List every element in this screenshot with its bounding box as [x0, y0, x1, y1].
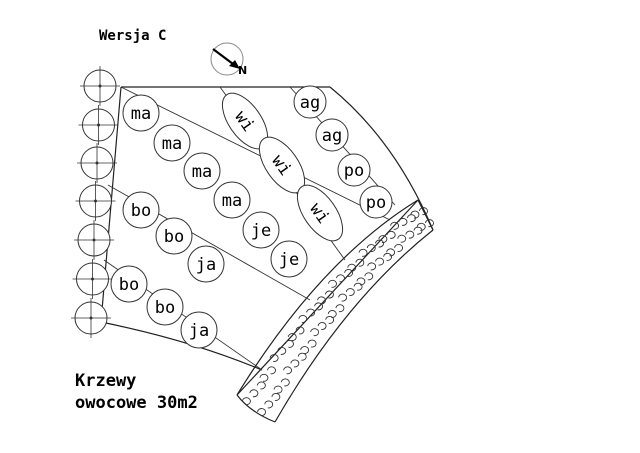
hedge-row: [71, 66, 120, 338]
plant-label: bo: [155, 298, 175, 318]
plant-label: bo: [131, 201, 151, 221]
hedge-plant: [77, 143, 117, 183]
plant-label: je: [279, 250, 299, 270]
caption-line-2: owocowe 30m2: [75, 393, 198, 413]
plant-po: po: [359, 185, 393, 219]
plant-bo: bo: [146, 288, 184, 326]
plant-label: ma: [222, 191, 242, 211]
arrow-head-icon: [229, 60, 240, 69]
hedge-plant: [74, 220, 114, 260]
plant-label: ma: [192, 162, 212, 182]
hedge-plant: [80, 66, 120, 106]
plant-bo: bo: [110, 265, 148, 303]
gravel-path: [236, 199, 434, 423]
hedge-plant: [72, 259, 113, 299]
plant-ma: ma: [213, 181, 251, 219]
plant-je: je: [270, 240, 308, 278]
plant-ja: ja: [180, 311, 218, 349]
plant-ma: ma: [183, 152, 221, 190]
north-label: N: [238, 64, 247, 77]
caption: Krzewy owocowe 30m2: [75, 370, 198, 414]
plant-wi: wi: [296, 184, 344, 242]
plant-bo: bo: [122, 191, 160, 229]
plant-label: po: [366, 193, 386, 213]
plant-label: ma: [131, 104, 151, 124]
plant-je: je: [242, 211, 280, 249]
plant-label: ma: [162, 134, 182, 154]
plant-bo: bo: [155, 217, 193, 255]
hedge-plant: [75, 181, 116, 221]
plant-label: ag: [300, 93, 320, 113]
plant-label: ag: [322, 126, 342, 146]
plant-ma: ma: [153, 124, 191, 162]
plant-po: po: [337, 153, 371, 187]
compass: N: [210, 42, 247, 77]
plant-ag: ag: [315, 118, 349, 152]
plant-ja: ja: [187, 245, 225, 283]
plant-wi: wi: [221, 92, 269, 150]
plant-label: je: [251, 221, 271, 241]
hedge-plant: [78, 105, 119, 145]
plant-ag: ag: [293, 85, 327, 119]
plant-label: bo: [164, 227, 184, 247]
plant-ma: ma: [122, 94, 160, 132]
plant-label: ja: [196, 255, 216, 275]
hedge-plant: [71, 298, 111, 338]
plant-label: po: [344, 161, 364, 181]
plant-label: ja: [189, 321, 209, 341]
version-label: Wersja C: [99, 28, 167, 44]
plant-label: bo: [119, 275, 139, 295]
caption-line-1: Krzewy: [75, 371, 137, 391]
